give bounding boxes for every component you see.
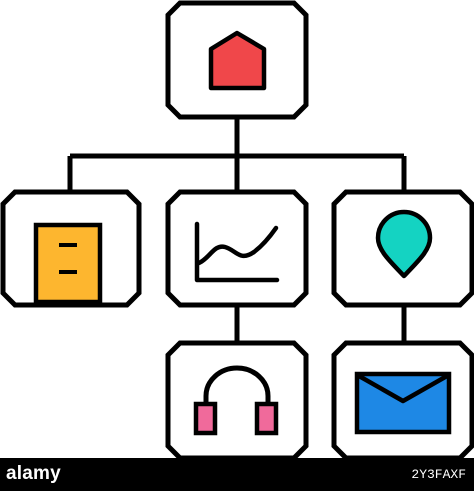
node-document bbox=[0, 189, 142, 308]
map-pin-icon bbox=[375, 209, 433, 279]
node-location bbox=[331, 189, 474, 308]
node-frame bbox=[165, 189, 309, 308]
line-chart-icon bbox=[194, 221, 280, 283]
node-home bbox=[165, 0, 309, 120]
node-mail bbox=[331, 340, 474, 461]
envelope-icon bbox=[354, 371, 452, 435]
alamy-logo: alamy bbox=[6, 463, 61, 484]
stock-footer: alamy 2Y3FAXF bbox=[0, 458, 474, 491]
connector-lines bbox=[67, 115, 407, 343]
document-icon bbox=[33, 222, 103, 305]
node-frame bbox=[165, 340, 309, 461]
node-support bbox=[165, 340, 309, 461]
node-chart bbox=[165, 189, 309, 308]
house-icon bbox=[208, 30, 267, 91]
headphones-icon bbox=[193, 365, 279, 436]
image-code: 2Y3FAXF bbox=[411, 467, 466, 482]
